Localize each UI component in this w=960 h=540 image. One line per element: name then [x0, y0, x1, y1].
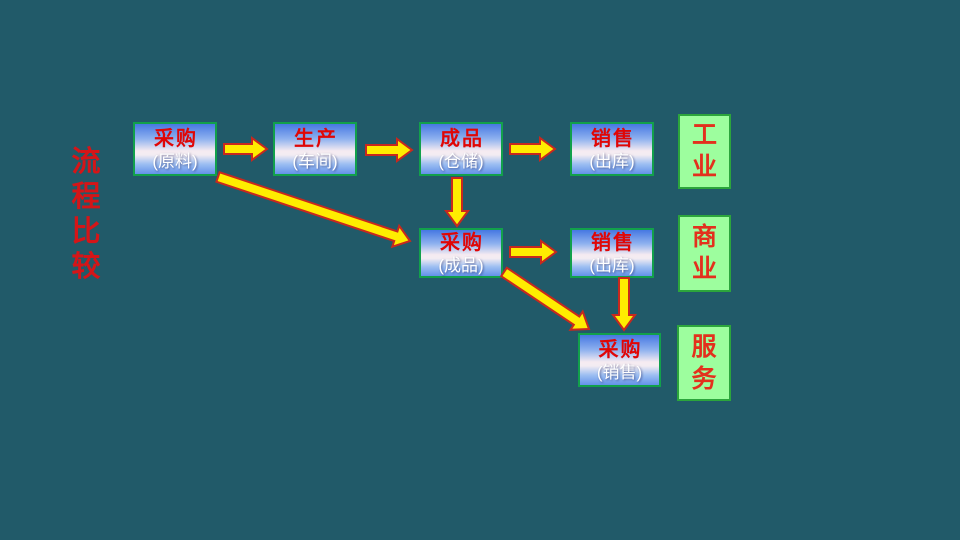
box-label-primary: 采购 — [440, 231, 484, 254]
process-box-production: 生产 (车间) — [273, 122, 357, 176]
category-label-char: 务 — [691, 364, 717, 393]
category-label-char: 工 — [691, 121, 717, 149]
category-label-char: 服 — [691, 332, 717, 361]
category-label-char: 商 — [691, 223, 717, 251]
box-label-secondary: (原料) — [152, 151, 198, 171]
process-box-finished-goods: 成品 (仓储) — [419, 122, 503, 176]
arrow-finished-goods-to-sales-industry — [509, 136, 557, 162]
page-title-char: 较 — [71, 251, 101, 283]
process-box-purchase-goods: 采购 (成品) — [419, 228, 503, 278]
box-label-primary: 采购 — [598, 338, 643, 361]
box-label-secondary: (销售) — [596, 362, 643, 382]
box-label-secondary: (仓储) — [438, 151, 484, 171]
box-label-secondary: (出库) — [589, 255, 635, 275]
box-label-secondary: (成品) — [438, 255, 484, 275]
page-title-char: 程 — [71, 181, 101, 213]
arrow-production-to-finished-goods — [365, 137, 414, 163]
category-box-industry: 工 业 — [678, 114, 731, 189]
page-title: 流 程 比 较 — [66, 146, 106, 284]
category-box-service: 服 务 — [677, 325, 731, 401]
arrow-finished-goods-to-purchase-goods — [444, 177, 470, 228]
box-label-secondary: (出库) — [589, 151, 635, 171]
arrow-sales-commerce-to-purchase-service — [611, 277, 637, 332]
page-title-char: 比 — [71, 216, 101, 248]
page-title-char: 流 — [71, 146, 101, 178]
box-label-primary: 采购 — [154, 127, 198, 150]
process-box-purchase-raw: 采购 (原料) — [133, 122, 217, 176]
process-box-purchase-service: 采购 (销售) — [578, 333, 661, 387]
arrow-purchase-raw-to-production — [223, 136, 269, 162]
box-label-primary: 成品 — [440, 127, 484, 150]
process-box-sales-industry: 销售 (出库) — [570, 122, 654, 176]
box-label-primary: 生产 — [294, 127, 338, 150]
arrow-purchase-goods-to-sales-commerce — [509, 239, 558, 265]
box-label-secondary: (车间) — [292, 151, 338, 171]
arrow-purchase-raw-to-purchase-goods — [215, 171, 412, 249]
category-box-commerce: 商 业 — [678, 215, 731, 292]
category-label-char: 业 — [691, 153, 717, 181]
box-label-primary: 销售 — [591, 127, 635, 150]
box-label-primary: 销售 — [591, 231, 635, 254]
category-label-char: 业 — [691, 255, 717, 283]
process-box-sales-commerce: 销售 (出库) — [570, 228, 654, 278]
